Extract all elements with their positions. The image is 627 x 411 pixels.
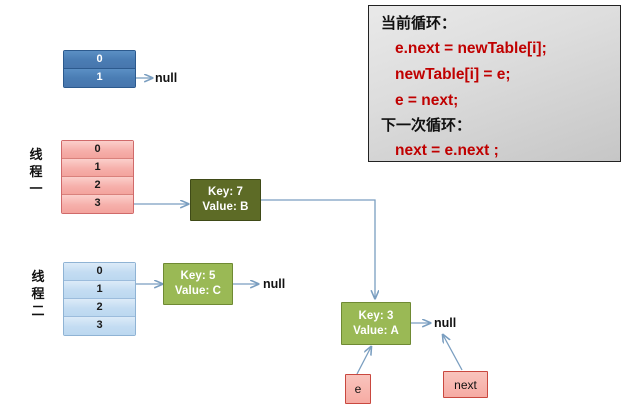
node-key-line: Key: 3	[358, 309, 394, 322]
null-label-key3: null	[434, 316, 457, 330]
node-value-line: Value: C	[174, 285, 222, 297]
table-cell: 3	[62, 195, 133, 213]
thread-one-label-char: 一	[29, 181, 43, 196]
node-value-line: Value: B	[202, 201, 249, 213]
table-cell: 0	[64, 51, 135, 69]
wire-e-to-key3	[356, 347, 371, 375]
pointer-next[interactable]: next	[443, 371, 488, 398]
callout-panel: 当前循环： e.next = newTable[i]; newTable[i] …	[368, 5, 621, 162]
callout-code-line: next = e.next ;	[395, 142, 499, 159]
node-key5[interactable]: Key: 5 Value: C	[163, 263, 233, 305]
wire-next-to-null	[443, 335, 463, 371]
table-cell: 1	[62, 159, 133, 177]
table-cell: 1	[64, 281, 135, 299]
callout-next-heading: 下一次循环：	[381, 117, 472, 134]
table-cell: 1	[64, 69, 135, 87]
thread-two-label: 线 程 二	[29, 268, 47, 319]
table-thread-two[interactable]: 0 1 2 3	[63, 262, 136, 336]
callout-code-line: newTable[i] = e;	[395, 66, 511, 83]
null-label-top: null	[155, 71, 178, 85]
callout-code-line: e = next;	[395, 92, 459, 109]
callout-code-line: e.next = newTable[i];	[395, 40, 547, 57]
table-cell: 2	[64, 299, 135, 317]
node-key7[interactable]: Key: 7 Value: B	[190, 179, 261, 221]
thread-two-label-char: 线	[31, 269, 45, 284]
pointer-e[interactable]: e	[345, 374, 371, 404]
thread-two-label-char: 二	[31, 303, 45, 318]
node-key-line: Key: 7	[207, 186, 244, 198]
table-thread-one[interactable]: 0 1 2 3	[61, 140, 134, 214]
table-cell: 0	[64, 263, 135, 281]
table-cell: 2	[62, 177, 133, 195]
node-value-line: Value: A	[353, 324, 399, 337]
table-cell: 0	[62, 141, 133, 159]
node-key-line: Key: 5	[180, 270, 216, 282]
thread-one-label-char: 程	[29, 164, 43, 179]
table-cell: 3	[64, 317, 135, 335]
callout-current-heading: 当前循环：	[381, 15, 457, 32]
table-top-blue[interactable]: 0 1	[63, 50, 136, 88]
null-label-key5: null	[263, 277, 286, 291]
thread-one-label: 线 程 一	[27, 146, 45, 197]
thread-two-label-char: 程	[31, 286, 45, 301]
node-key3[interactable]: Key: 3 Value: A	[341, 302, 411, 345]
thread-one-label-char: 线	[29, 147, 43, 162]
